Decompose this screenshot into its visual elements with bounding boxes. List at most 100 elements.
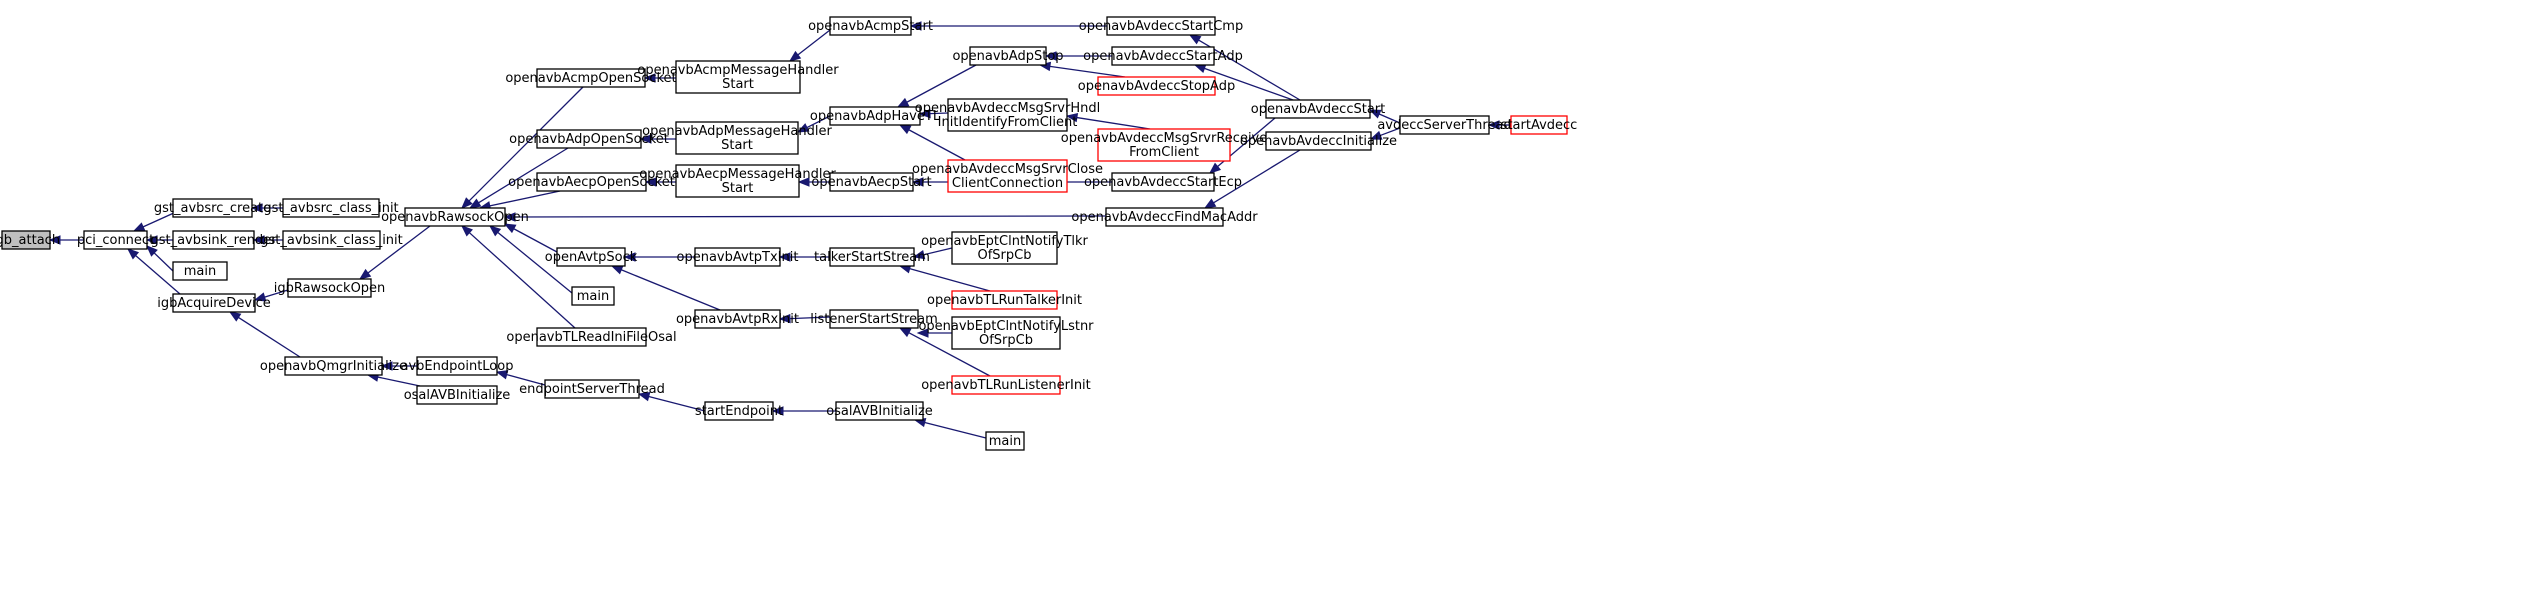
node-openavbaecpopensocket[interactable]: openavbAecpOpenSocket [508, 172, 675, 192]
node-gst-avbsink-render[interactable]: gst_avbsink_render [150, 230, 277, 250]
node-endpointserverthread[interactable]: endpointServerThread [519, 379, 665, 399]
edge-arrowhead [623, 252, 636, 262]
edge-arrowhead [771, 406, 784, 416]
node-listenerstartstream[interactable]: listenerStartStream [810, 309, 938, 329]
node-box [536, 68, 646, 88]
edge-line [468, 232, 576, 329]
node-startavdecc[interactable]: startAvdecc [1501, 115, 1578, 135]
edge-line [648, 395, 706, 412]
node-box [675, 164, 800, 198]
node-box [704, 401, 774, 421]
node-openavbacmpopensocket[interactable]: openavbAcmpOpenSocket [505, 68, 677, 88]
edge-n6-n1 [146, 245, 174, 272]
node-talkerstartstream[interactable]: talkerStartStream [814, 247, 930, 267]
edge-arrowhead [146, 245, 158, 257]
node-box [1399, 115, 1490, 135]
node-label: openavbAdpMessageHandler [642, 124, 832, 139]
edge-line [906, 64, 977, 103]
edge-line [367, 225, 431, 274]
node-box [284, 356, 383, 376]
node-avdeccserverthread[interactable]: avdeccServerThread [1377, 115, 1512, 135]
edge-n44-n42 [778, 252, 830, 262]
node-openavbavtprxinit[interactable]: openavbAvtpRxInit [676, 309, 799, 329]
edge-arrowhead [250, 203, 263, 213]
node-openavbavdeccstartcmp[interactable]: openavbAvdeccStartCmp [1079, 16, 1243, 36]
node-openavbavdeccstartadp[interactable]: openavbAvdeccStartAdp [1083, 46, 1243, 66]
node-label: startAvdecc [1501, 118, 1578, 133]
node-openavbtlreadinifileosal[interactable]: openavbTLReadIniFileOsal [506, 327, 677, 347]
node-startendpoint[interactable]: startEndpoint [695, 401, 783, 421]
edges-layer [48, 21, 1511, 439]
node-label: main [577, 289, 609, 304]
edge-n4-n1 [145, 235, 173, 245]
node-avbendpointloop[interactable]: avbEndpointLoop [401, 356, 514, 376]
edge-arrowhead [1368, 109, 1382, 119]
edge-n5-n4 [252, 235, 283, 245]
node-gst-avbsrc-create[interactable]: gst_avbsrc_create [154, 198, 271, 218]
edge-n3-n2 [250, 203, 283, 213]
node-main[interactable]: main [985, 431, 1025, 451]
node-box [1097, 76, 1216, 96]
node-label: Start [722, 77, 754, 92]
edge-line [908, 129, 966, 161]
node-pci-connect[interactable]: pci_connect [77, 230, 154, 250]
node-openavtpsock[interactable]: openAvtpSock [545, 247, 638, 267]
node-openavbrawsockopen[interactable]: openavbRawsockOpen [381, 207, 529, 227]
edge-n20-n16 [503, 223, 558, 253]
node-openavbacmpstart[interactable]: openavbAcmpStart [808, 16, 933, 36]
edge-line [1378, 113, 1401, 124]
edge-line [238, 316, 301, 358]
edge-line [1076, 116, 1151, 130]
node-box [282, 198, 380, 218]
node-box [282, 230, 381, 250]
node-osalavbinitialize[interactable]: osalAVBInitialize [826, 401, 933, 421]
node-label: InitIdentifyFromClient [938, 115, 1078, 130]
node-openavbadphavetl[interactable]: openavbAdpHaveTL [810, 106, 941, 126]
edge-arrowhead [1369, 130, 1383, 140]
node-openavbavdeccstartecp[interactable]: openavbAvdeccStartEcp [1084, 172, 1242, 192]
node-openavbqmgrinitialize[interactable]: openavbQmgrInitialize [260, 356, 407, 376]
node-openavbavdeccmsgsrvrhndlinitidentifyfromclient[interactable]: openavbAvdeccMsgSrvrHndlInitIdentifyFrom… [915, 98, 1100, 132]
edge-line [506, 373, 546, 386]
node-label: openavbAvdeccMsgSrvrClose [912, 162, 1103, 177]
edge-n35-n30 [1065, 112, 1151, 130]
node-box [1, 230, 51, 250]
edge-n16-n8 [358, 225, 431, 280]
node-box [694, 247, 781, 267]
node-openavbavdeccstart[interactable]: openavbAvdeccStart [1251, 99, 1385, 119]
node-openavbavdeccfindmacaddr[interactable]: openavbAvdeccFindMacAddr [1071, 207, 1258, 227]
node-label: igb_attach [0, 233, 60, 248]
node-openavbaecpstart[interactable]: openavbAecpStart [811, 172, 932, 192]
node-igb-attach[interactable]: igb_attach [0, 230, 60, 250]
edge-arrowhead [778, 252, 791, 262]
node-igbrawsockopen[interactable]: igbRawsockOpen [274, 278, 386, 298]
node-openavbavdeccstopadp[interactable]: openavbAvdeccStopAdp [1078, 76, 1235, 96]
node-openavbadpstop[interactable]: openavbAdpStop [952, 46, 1064, 66]
node-osalavbinitialize[interactable]: osalAVBInitialize [404, 385, 511, 405]
node-openavbavdeccinitialize[interactable]: openavbAvdeccInitialize [1240, 131, 1397, 151]
node-gst-avbsink-class-init[interactable]: gst_avbsink_class_init [260, 230, 403, 250]
edge-n1-n0 [48, 235, 84, 245]
node-label: osalAVBInitialize [826, 404, 933, 419]
node-box [951, 231, 1058, 265]
node-box [947, 98, 1068, 132]
node-openavbtlrunlistenerinit[interactable]: openavbTLRunListenerInit [921, 375, 1091, 395]
edge-line [513, 228, 558, 253]
node-main[interactable]: main [571, 286, 615, 306]
nodes-layer: igb_attachpci_connectgst_avbsrc_creategs… [0, 16, 1578, 451]
edge-arrowhead [1208, 162, 1222, 174]
node-openavbadpopensocket[interactable]: openavbAdpOpenSocket [509, 129, 669, 149]
node-main[interactable]: main [172, 261, 228, 281]
node-gst-avbsrc-class-init[interactable]: gst_avbsrc_class_init [263, 198, 399, 218]
edge-n32-n26 [909, 21, 1107, 31]
node-openavbtlruntalkerinit[interactable]: openavbTLRunTalkerInit [927, 290, 1082, 310]
node-openavbavdeccmsgsrvrcloseclientconnection[interactable]: openavbAvdeccMsgSrvrCloseClientConnectio… [912, 159, 1103, 193]
node-openavbavtptxinit[interactable]: openavbAvtpTxInit [677, 247, 799, 267]
node-igbacquiredevice[interactable]: igbAcquireDevice [157, 293, 271, 313]
